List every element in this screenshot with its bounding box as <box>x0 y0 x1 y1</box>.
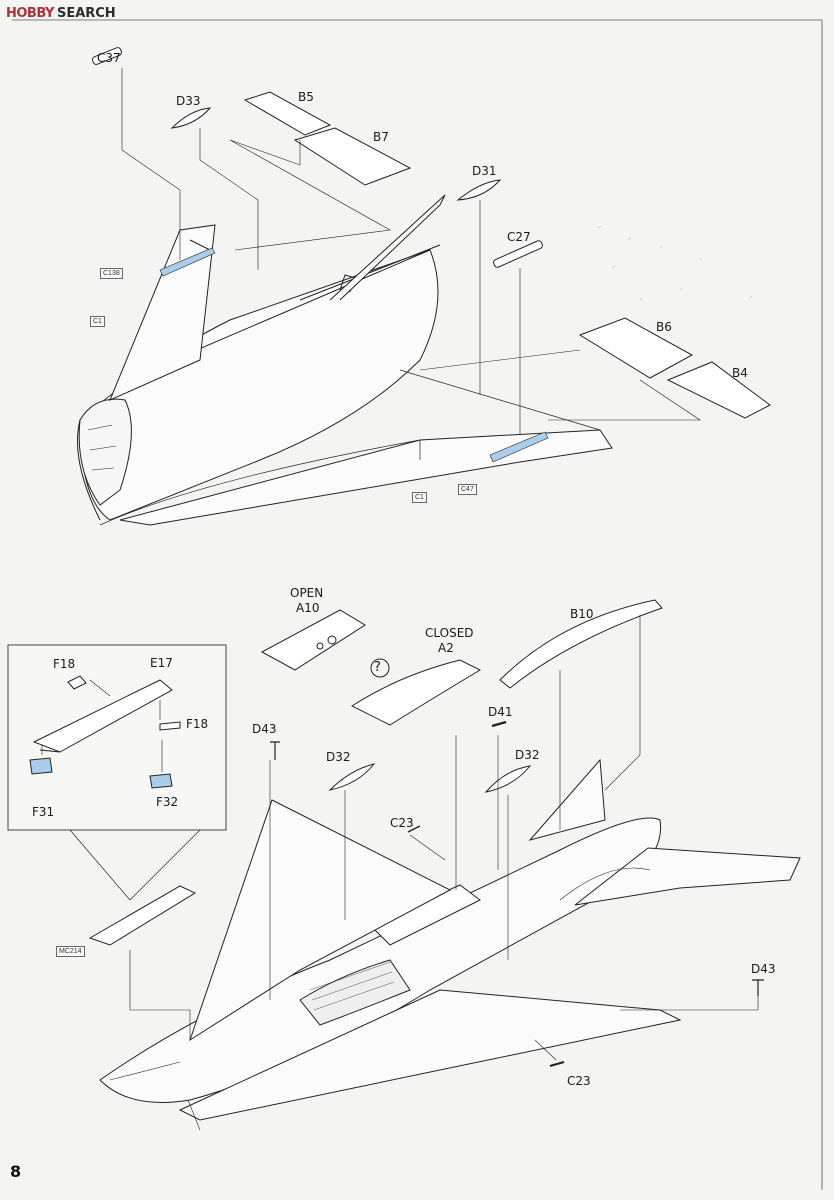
label-d43-right: D43 <box>751 962 776 976</box>
part-d31 <box>456 179 502 201</box>
label-b5: B5 <box>298 90 314 104</box>
part-b4 <box>666 361 771 419</box>
tag-c138: C138 <box>100 268 123 279</box>
lower-airframe-drawing <box>99 599 801 1131</box>
label-f18-right: F18 <box>186 717 209 731</box>
label-a10: A10 <box>296 601 320 615</box>
watermark-search: SEARCH <box>56 5 116 21</box>
label-e17: E17 <box>150 656 173 670</box>
inset-drawing <box>29 675 201 946</box>
part-b7 <box>293 127 412 186</box>
label-d43-left: D43 <box>252 722 277 736</box>
label-d31: D31 <box>472 164 497 178</box>
label-closed: CLOSED <box>425 626 474 640</box>
part-b10 <box>499 599 663 689</box>
label-d33: D33 <box>176 94 201 108</box>
page-number: 8 <box>10 1162 22 1181</box>
part-c37 <box>91 47 123 65</box>
upper-airframe-drawing <box>77 47 771 526</box>
label-c37: C37 <box>97 51 121 65</box>
label-open: OPEN <box>290 586 324 600</box>
label-f18-top: F18 <box>53 657 76 671</box>
label-b7: B7 <box>373 130 389 144</box>
label-b10: B10 <box>570 607 594 621</box>
label-d32-right: D32 <box>515 748 540 762</box>
label-b4: B4 <box>732 366 748 380</box>
label-d32-left: D32 <box>326 750 351 764</box>
part-d33 <box>170 107 212 129</box>
part-b5 <box>243 91 332 136</box>
tag-c1-bottom: C1 <box>412 492 427 503</box>
hobbysearch-watermark: HOBBY SEARCH <box>6 4 116 22</box>
label-a2: A2 <box>438 641 454 655</box>
label-f32: F32 <box>156 795 179 809</box>
inset-frame <box>7 644 227 831</box>
page-frame <box>12 19 823 1190</box>
label-c23-top: C23 <box>390 816 414 830</box>
part-b6 <box>578 317 694 379</box>
part-c27 <box>493 240 543 268</box>
label-c27: C27 <box>507 230 531 244</box>
tag-c1-left: C1 <box>90 316 105 327</box>
label-d41: D41 <box>488 705 513 719</box>
watermark-brand: HOBBY <box>6 5 54 21</box>
tag-mc214: MC214 <box>56 946 85 957</box>
label-b6: B6 <box>656 320 672 334</box>
tag-c47: C47 <box>458 484 477 495</box>
label-c23-bottom: C23 <box>567 1074 591 1088</box>
part-mc214 <box>88 885 197 946</box>
question-mark-icon: ? <box>374 660 381 675</box>
label-f31: F31 <box>32 805 55 819</box>
